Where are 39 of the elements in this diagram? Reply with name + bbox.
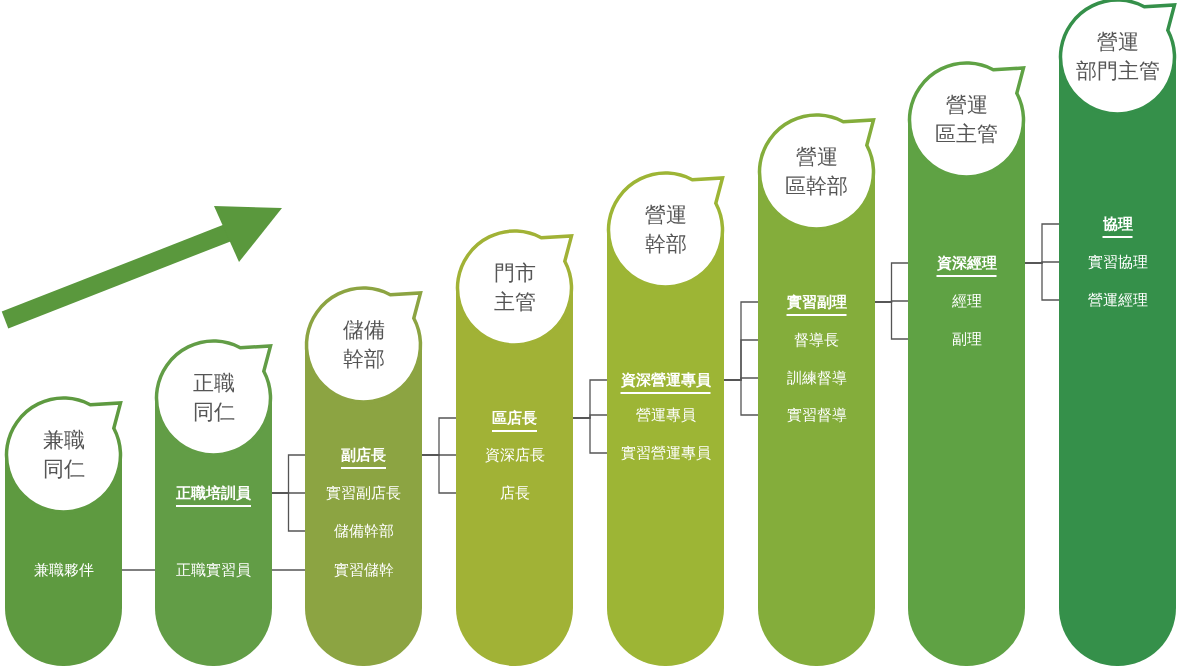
job-title: 副理 <box>908 327 1025 351</box>
level-title: 門市主管 <box>492 260 537 316</box>
job-title: 資深經理 <box>908 251 1025 275</box>
connector-line <box>874 301 909 340</box>
level-title: 營運區主管 <box>934 92 999 148</box>
job-title: 實習協理 <box>1059 250 1176 274</box>
connector-line <box>572 417 608 454</box>
job-title: 營運經理 <box>1059 288 1176 312</box>
job-title: 正職培訓員 <box>155 481 272 505</box>
job-title: 兼職夥伴 <box>5 558 122 582</box>
connector-line <box>271 492 306 532</box>
job-title: 經理 <box>908 289 1025 313</box>
job-title: 儲備幹部 <box>305 519 422 543</box>
level-title: 營運部門主管 <box>1074 29 1161 85</box>
level-title: 正職同仁 <box>191 370 236 426</box>
job-title: 協理 <box>1059 212 1176 236</box>
job-title: 店長 <box>456 481 573 505</box>
job-title: 實習副店長 <box>305 481 422 505</box>
job-title: 實習營運專員 <box>607 441 724 465</box>
level-title: 兼職同仁 <box>41 427 86 483</box>
connector-line <box>723 379 759 416</box>
job-title: 督導長 <box>758 328 875 352</box>
job-title: 區店長 <box>456 406 573 430</box>
job-title: 資深店長 <box>456 443 573 467</box>
job-title: 訓練督導 <box>758 366 875 390</box>
connector-line <box>121 569 156 571</box>
job-title: 實習儲幹 <box>305 558 422 582</box>
job-title: 實習副理 <box>758 290 875 314</box>
connector-line <box>271 569 306 571</box>
job-title: 資深營運專員 <box>607 368 724 392</box>
connector-line <box>1024 262 1060 301</box>
level-title: 營運區幹部 <box>784 144 849 200</box>
job-title: 營運專員 <box>607 403 724 427</box>
level-title: 儲備幹部 <box>341 317 386 373</box>
connector-line <box>421 454 457 494</box>
level-title: 營運幹部 <box>643 202 688 258</box>
job-title: 副店長 <box>305 443 422 467</box>
job-title: 正職實習員 <box>155 558 272 582</box>
job-title: 實習督導 <box>758 403 875 427</box>
